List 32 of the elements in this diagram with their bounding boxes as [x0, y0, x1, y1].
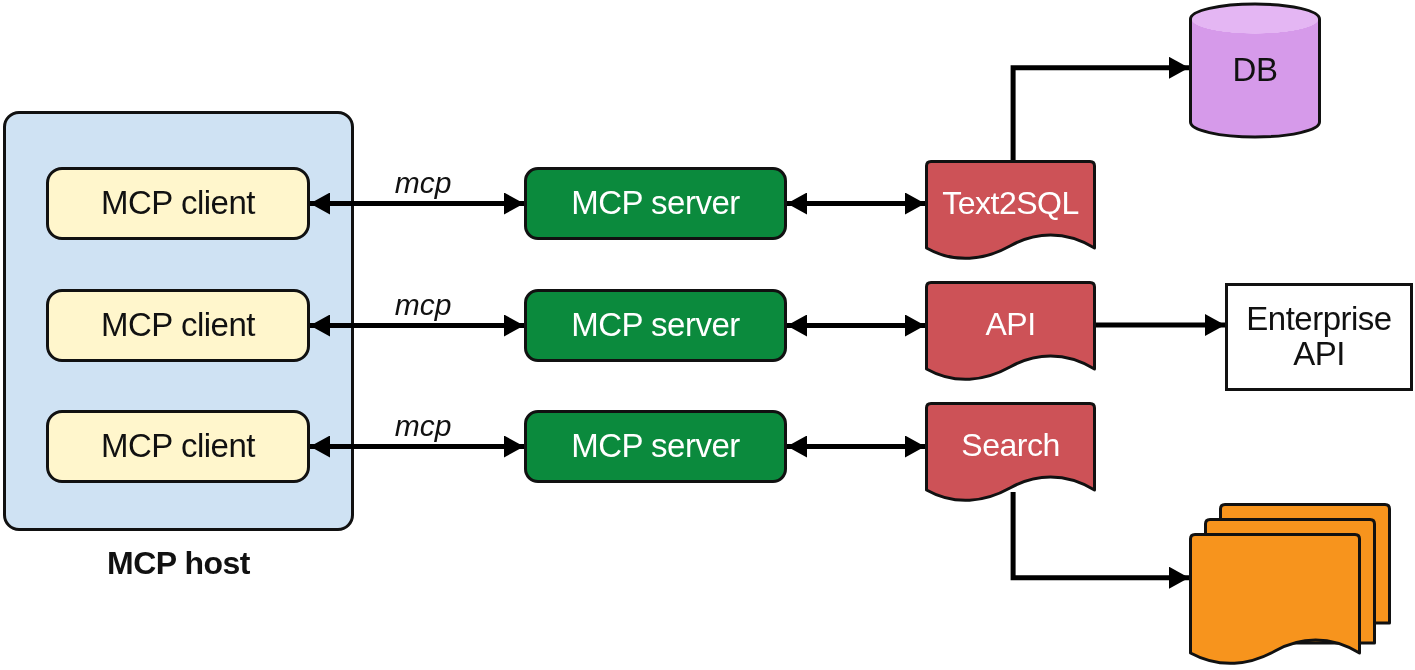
host-title: MCP host: [107, 546, 250, 582]
double-headed-arrow: [787, 314, 925, 337]
client-label: MCP client: [101, 308, 255, 343]
client-box: [46, 410, 310, 483]
double-headed-arrow: [310, 192, 524, 215]
server-box: [524, 167, 787, 240]
double-headed-arrow: [310, 435, 524, 458]
double-headed-arrow: [310, 314, 524, 337]
system-box: [1225, 283, 1413, 391]
document-label: Search: [961, 429, 1060, 463]
server-label: MCP server: [571, 308, 740, 343]
arrow: [1010, 492, 1189, 589]
client-box: [46, 167, 310, 240]
server-box: [524, 410, 787, 483]
document-label: Text2SQL: [942, 187, 1079, 221]
server-label: MCP server: [571, 186, 740, 221]
client-label: MCP client: [101, 429, 255, 464]
database-label: DB: [1232, 53, 1278, 88]
server-label: MCP server: [571, 429, 740, 464]
arrow: [1096, 314, 1225, 336]
arrow: [1010, 56, 1189, 160]
client-label: MCP client: [101, 186, 255, 221]
double-headed-arrow: [787, 192, 925, 215]
document-label: API: [985, 308, 1036, 342]
system-label: Enterprise API: [1245, 302, 1393, 372]
double-headed-arrow: [787, 435, 925, 458]
database-cylinder: [1189, 2, 1321, 139]
server-box: [524, 289, 787, 362]
document-shape: [925, 281, 1096, 381]
document-shape: [925, 160, 1096, 260]
document-shape: [925, 402, 1096, 502]
client-box: [46, 289, 310, 362]
